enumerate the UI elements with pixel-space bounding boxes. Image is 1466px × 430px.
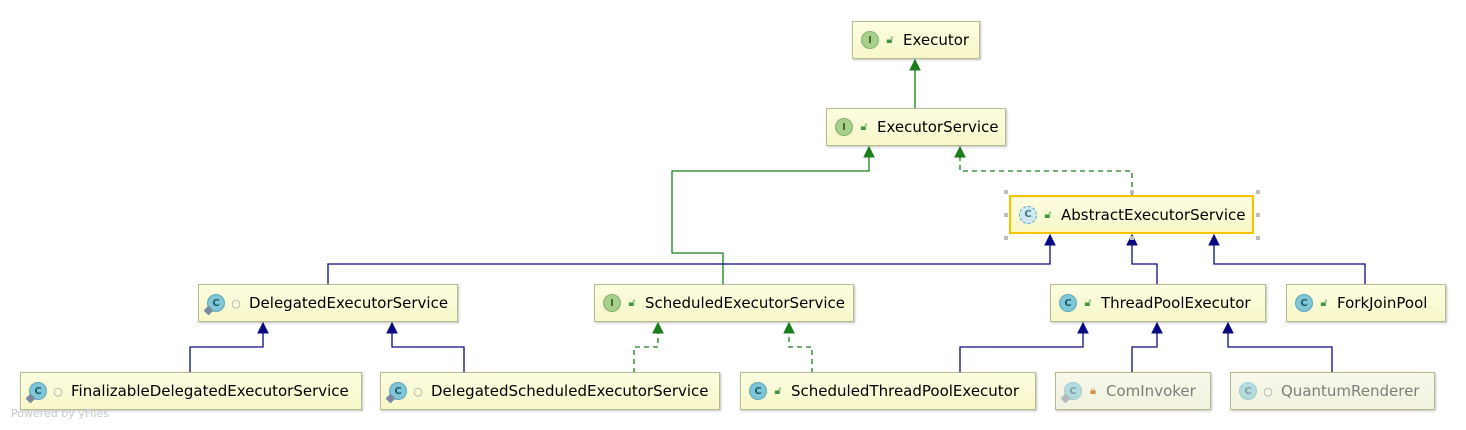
private-lock-icon: 🔒︎ <box>1090 384 1096 397</box>
selection-handle[interactable] <box>1130 236 1134 240</box>
public-visibility-icon: 🔓︎ <box>1044 207 1052 221</box>
static-pin-icon <box>1060 393 1071 404</box>
package-visibility-icon: ○ <box>1263 384 1273 398</box>
package-visibility-icon: ○ <box>231 296 241 310</box>
edge-abstractexecutorservice-to-executorservice <box>954 145 1133 196</box>
selection-handle[interactable] <box>1256 236 1260 240</box>
node-delegatedscheduledexecutorservice[interactable]: C ○ DelegatedScheduledExecutorService <box>380 372 720 410</box>
selection-handle[interactable] <box>1256 190 1260 194</box>
public-visibility-icon: 🔓︎ <box>628 296 636 309</box>
abstract-class-icon: C <box>1019 205 1037 224</box>
edge-scheduledthreadpool-to-threadpoolexecutor <box>959 321 1089 373</box>
node-label: ScheduledThreadPoolExecutor <box>791 382 1020 400</box>
static-class-icon: C <box>1060 382 1082 404</box>
node-label: ScheduledExecutorService <box>645 294 845 312</box>
static-pin-icon <box>25 393 36 404</box>
edge-quantumrenderer-to-threadpoolexecutor <box>1222 321 1333 373</box>
class-icon: C <box>1059 294 1077 312</box>
node-label: ExecutorService <box>877 118 999 136</box>
public-visibility-icon: 🔓︎ <box>774 384 782 397</box>
edge-forkjoinpool-to-abstractexecutorservice <box>1208 233 1366 285</box>
node-label: DelegatedScheduledExecutorService <box>431 382 709 400</box>
static-pin-icon <box>385 393 396 404</box>
package-visibility-icon: ○ <box>413 384 423 398</box>
static-class-icon: C <box>25 382 47 404</box>
watermark: Powered by yFiles <box>11 407 109 420</box>
class-icon: C <box>1295 294 1313 312</box>
node-scheduledthreadpoolexecutor[interactable]: C 🔓︎ ScheduledThreadPoolExecutor <box>740 372 1036 410</box>
public-visibility-icon: 🔓︎ <box>860 120 868 133</box>
public-visibility-icon: 🔓︎ <box>886 33 894 46</box>
node-cominvoker[interactable]: C 🔒︎ ComInvoker <box>1055 372 1211 410</box>
selection-handle[interactable] <box>1004 213 1008 217</box>
node-label: FinalizableDelegatedExecutorService <box>71 382 349 400</box>
static-class-icon: C <box>203 294 225 316</box>
class-icon: C <box>1239 382 1257 400</box>
interface-icon: I <box>603 294 621 312</box>
edge-delegatedexecutorservice-to-abstractexecutorservice <box>327 233 1056 285</box>
node-scheduledexecutorservice[interactable]: I 🔓︎ ScheduledExecutorService <box>594 284 854 322</box>
node-forkjoinpool[interactable]: C 🔓︎ ForkJoinPool <box>1286 284 1446 322</box>
package-visibility-icon: ○ <box>53 384 63 398</box>
edge-delegatedscheduled-to-scheduledexecutorservice <box>633 321 664 373</box>
node-delegatedexecutorservice[interactable]: C ○ DelegatedExecutorService <box>198 284 458 322</box>
node-quantumrenderer[interactable]: C ○ QuantumRenderer <box>1230 372 1435 410</box>
edge-threadpoolexecutor-to-abstractexecutorservice <box>1126 233 1158 285</box>
node-abstractexecutorservice[interactable]: C 🔓︎ AbstractExecutorService <box>1009 195 1254 234</box>
selection-handle[interactable] <box>1004 236 1008 240</box>
edge-cominvoker-to-threadpoolexecutor <box>1131 321 1163 373</box>
node-label: ComInvoker <box>1106 382 1196 400</box>
edge-finalizable-to-delegatedexecutorservice <box>189 321 269 373</box>
edge-scheduledthreadpool-to-scheduledexecutorservice <box>783 321 813 373</box>
public-visibility-icon: 🔓︎ <box>1320 296 1328 309</box>
node-executorservice[interactable]: I 🔓︎ ExecutorService <box>826 108 1006 146</box>
class-icon: C <box>749 382 767 400</box>
selection-handle[interactable] <box>1004 190 1008 194</box>
interface-icon: I <box>861 31 879 49</box>
node-label: QuantumRenderer <box>1281 382 1420 400</box>
node-threadpoolexecutor[interactable]: C 🔓︎ ThreadPoolExecutor <box>1050 284 1266 322</box>
node-label: ThreadPoolExecutor <box>1101 294 1251 312</box>
edge-delegatedscheduled-to-delegatedexecutorservice <box>386 321 465 373</box>
node-executor[interactable]: I 🔓︎ Executor <box>852 21 980 59</box>
selection-handle[interactable] <box>1256 213 1260 217</box>
node-label: ForkJoinPool <box>1337 294 1428 312</box>
node-label: DelegatedExecutorService <box>249 294 449 312</box>
static-pin-icon <box>203 305 214 316</box>
static-class-icon: C <box>385 382 407 404</box>
edge-scheduledexecutorservice-to-executorservice <box>671 145 875 285</box>
node-label: Executor <box>903 31 970 49</box>
node-label: AbstractExecutorService <box>1061 205 1246 224</box>
public-visibility-icon: 🔓︎ <box>1084 296 1092 309</box>
node-finalizabledelegatedexecutorservice[interactable]: C ○ FinalizableDelegatedExecutorService <box>20 372 362 410</box>
selection-handle[interactable] <box>1130 190 1134 194</box>
interface-icon: I <box>835 118 853 136</box>
